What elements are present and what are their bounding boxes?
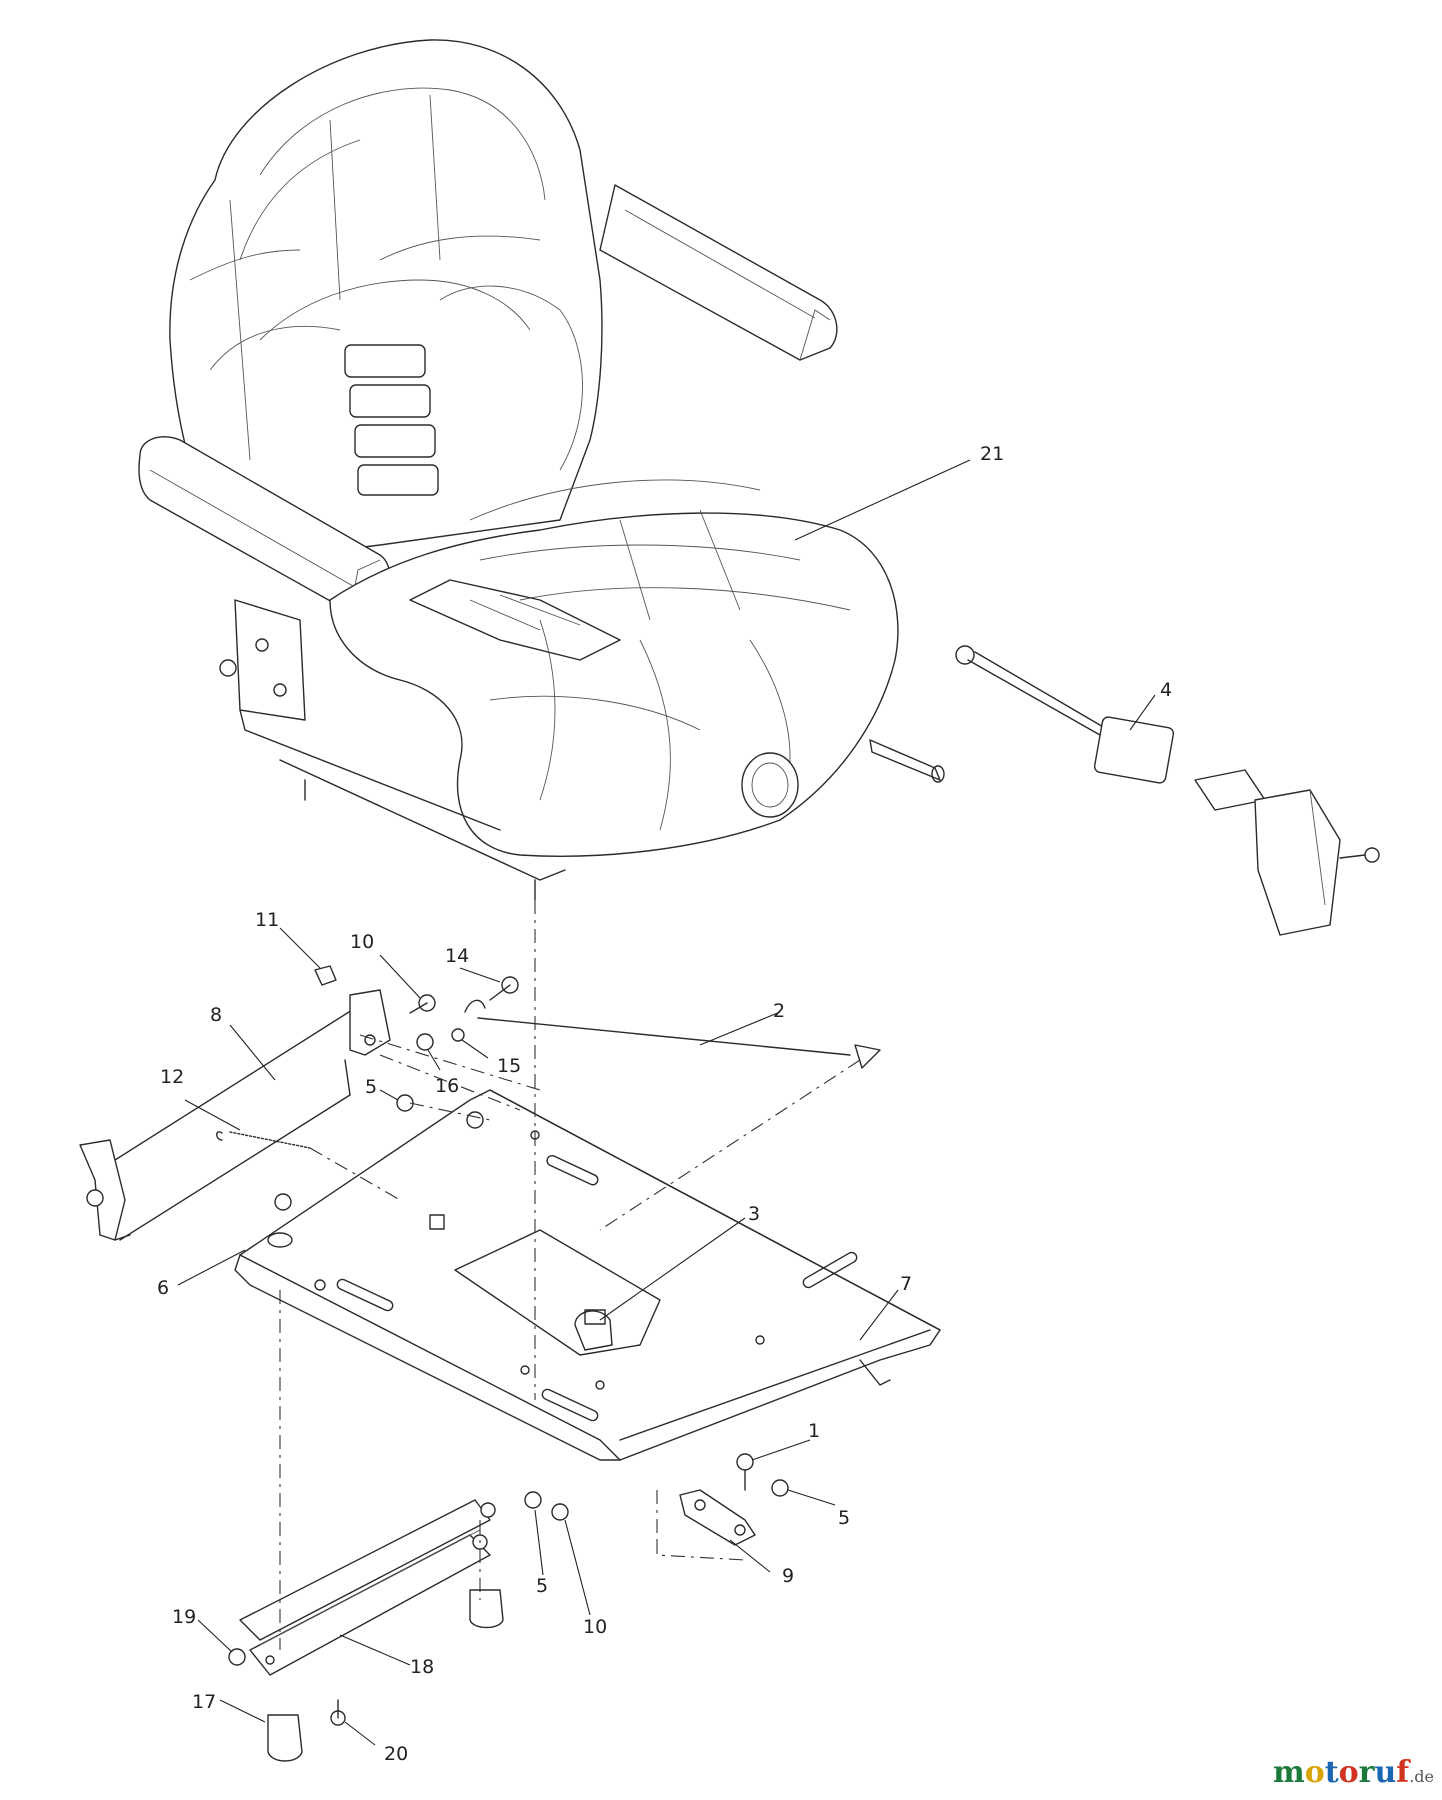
callout-17: 17 xyxy=(192,1691,216,1713)
callout-16: 16 xyxy=(435,1075,459,1097)
callout-18: 18 xyxy=(410,1656,434,1678)
slide-rail-assembly xyxy=(228,1499,504,1762)
callout-8: 8 xyxy=(210,1004,222,1026)
callout-3: 3 xyxy=(748,1203,760,1225)
cable xyxy=(464,999,881,1069)
callout-15: 15 xyxy=(497,1055,521,1077)
callout-5-lower: 5 xyxy=(536,1575,548,1597)
callout-11: 11 xyxy=(255,909,279,931)
lever-and-rod-assembly xyxy=(79,965,519,1248)
callout-labels: 21 4 11 10 14 8 2 15 16 12 5 3 6 7 1 5 9… xyxy=(157,443,1172,1765)
leader-lines xyxy=(177,459,1156,1746)
watermark-logo: motoruf.de xyxy=(1273,1755,1434,1790)
mount-plate xyxy=(234,1089,941,1461)
alignment-lines xyxy=(279,900,861,1650)
callout-4: 4 xyxy=(1160,679,1172,701)
callout-12: 12 xyxy=(160,1066,184,1088)
callout-14: 14 xyxy=(445,945,469,967)
seat-assembly xyxy=(138,39,945,901)
callout-19: 19 xyxy=(172,1606,196,1628)
callout-6: 6 xyxy=(157,1277,169,1299)
callout-21: 21 xyxy=(980,443,1004,465)
callout-7: 7 xyxy=(900,1273,912,1295)
callout-5-upper: 5 xyxy=(365,1076,377,1098)
callout-9: 9 xyxy=(782,1565,794,1587)
callout-5-right: 5 xyxy=(838,1507,850,1529)
callout-20: 20 xyxy=(384,1743,408,1765)
callout-10-lower: 10 xyxy=(583,1616,607,1638)
callout-2: 2 xyxy=(773,1000,785,1022)
callout-10-upper: 10 xyxy=(350,931,374,953)
bracket-assembly xyxy=(524,1453,789,1546)
callout-1: 1 xyxy=(808,1420,820,1442)
seat-belt-assembly xyxy=(955,645,1380,936)
